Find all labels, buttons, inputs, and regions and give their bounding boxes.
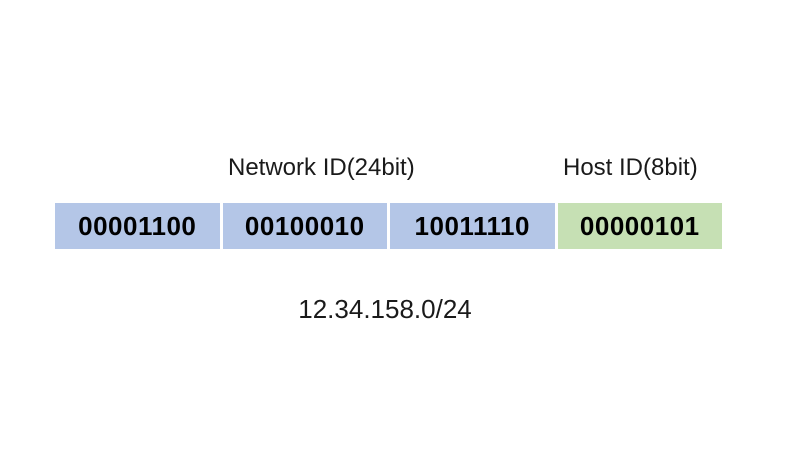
octet-cell-1: 00001100 [55, 203, 220, 249]
octet-cell-3: 10011110 [390, 203, 555, 249]
host-id-label: Host ID(8bit) [563, 154, 698, 181]
octet-cell-2: 00100010 [222, 203, 387, 249]
network-id-label: Network ID(24bit) [228, 154, 415, 181]
octet-cell-4: 00000101 [557, 203, 722, 249]
cidr-notation: 12.34.158.0/24 [298, 294, 472, 324]
binary-octet-row: 00001100 00100010 10011110 00000101 [55, 203, 722, 249]
